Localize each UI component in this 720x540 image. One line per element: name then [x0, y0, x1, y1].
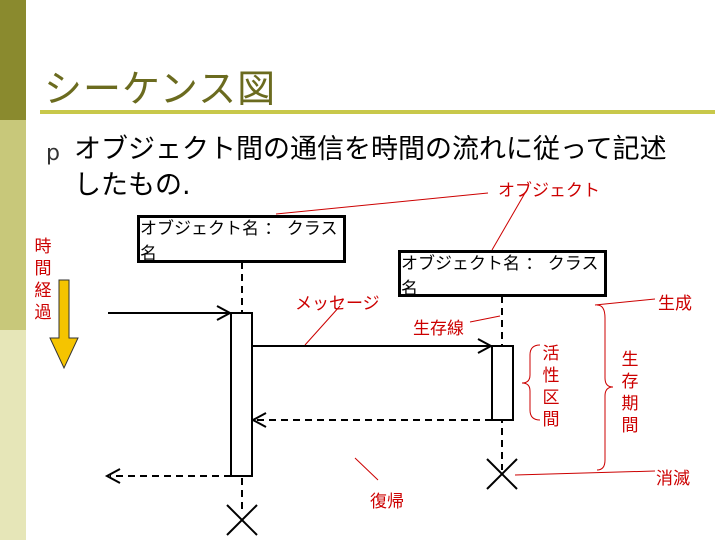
message-annotation: メッセージ	[295, 294, 380, 314]
destroy-annotation: 消滅	[656, 469, 690, 489]
side-stripe-bottom	[0, 330, 26, 540]
time-axis-label: 時間経過	[34, 237, 52, 323]
side-stripe-top	[0, 0, 26, 120]
message-annotation-line	[304, 305, 341, 346]
activation-bar-1	[230, 312, 253, 477]
object-annotation-line-2	[491, 192, 526, 251]
object-annotation-line-1	[275, 192, 489, 215]
incoming-message-arrowhead-icon	[216, 305, 233, 321]
bullet-marker-icon: p	[46, 141, 60, 166]
create-annotation: 生成	[658, 294, 692, 314]
object-box-1: オブジェクト名 ： クラス名	[137, 215, 346, 264]
object-box-1-label: オブジェクト名 ： クラス名	[140, 219, 338, 264]
lifetime-brace	[596, 304, 614, 471]
bullet-text: オブジェクト間の通信を時間の流れに従って記述したもの.	[74, 134, 667, 201]
activation-brace	[521, 344, 541, 421]
object-box-2: オブジェクト名 ： クラス名	[398, 250, 607, 299]
lifeline-annotation-line	[469, 315, 501, 323]
return-annotation: 復帰	[370, 492, 404, 512]
activation-bar-2	[491, 345, 514, 421]
outgoing-return-arrowhead-icon	[104, 468, 121, 484]
object-box-2-label: オブジェクト名 ： クラス名	[401, 253, 599, 299]
create-annotation-line	[594, 298, 656, 306]
page-title: シーケンス図	[44, 67, 277, 111]
message-arrowhead-icon	[477, 338, 494, 354]
side-stripe-mid	[0, 120, 26, 330]
object-annotation: オブジェクト	[498, 181, 600, 201]
time-arrow-icon	[49, 279, 79, 370]
return-annotation-line	[354, 457, 379, 481]
lifeline-annotation: 生存線	[413, 319, 464, 339]
lifetime-annotation: 生存期間	[621, 350, 639, 436]
title-rule	[40, 110, 715, 114]
destroy-mark-2-icon	[486, 458, 518, 490]
destroy-mark-1-icon	[226, 504, 258, 536]
activation-annotation: 活性区間	[542, 344, 560, 430]
destroy-annotation-line	[514, 470, 656, 476]
return-arrowhead-icon	[250, 412, 267, 428]
